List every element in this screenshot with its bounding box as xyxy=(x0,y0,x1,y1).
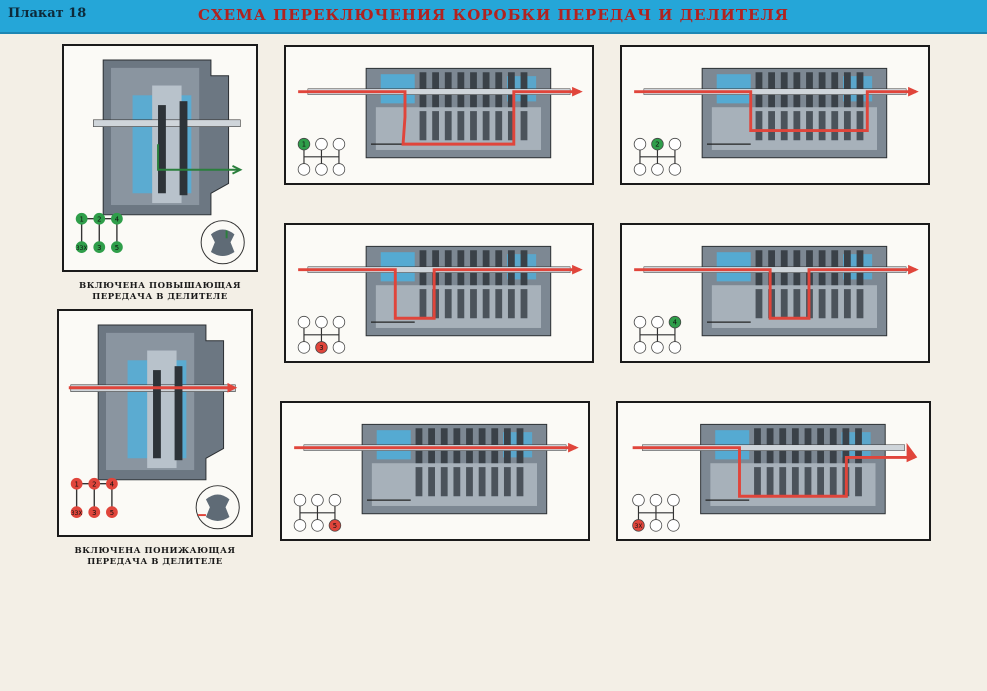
shift-pattern: 4 xyxy=(633,315,682,354)
divider-selector-icon xyxy=(200,220,245,265)
gearbox-housing xyxy=(303,423,567,515)
gear-diagram-5: 5 xyxy=(293,423,579,532)
shift-pattern: 2 xyxy=(633,137,682,176)
gear-slot xyxy=(633,163,647,176)
gear-slot xyxy=(667,493,680,507)
shift-pattern: 1 2 4 3ЗХ 3 5 xyxy=(75,212,123,254)
gear-diagram-4: 4 xyxy=(633,245,919,354)
page-title: СХЕМА ПЕРЕКЛЮЧЕНИЯ КОРОБКИ ПЕРЕДАЧ И ДЕЛ… xyxy=(198,6,789,24)
svg-text:3ЗХ: 3ЗХ xyxy=(76,246,88,252)
svg-text:3: 3 xyxy=(97,244,101,252)
divider-low-caption: ВКЛЮЧЕНА ПОНИЖАЮЩАЯ ПЕРЕДАЧА В ДЕЛИТЕЛЕ xyxy=(74,546,236,567)
active-gear-label: 4 xyxy=(673,319,677,327)
svg-text:5: 5 xyxy=(110,509,114,517)
active-gear-label: 5 xyxy=(333,522,337,530)
power-flow-path xyxy=(298,264,583,320)
shift-pattern: 1 xyxy=(297,137,346,176)
active-gear-marker xyxy=(651,137,664,151)
active-gear-marker xyxy=(632,519,645,532)
gear-slot xyxy=(651,163,664,176)
gear-slot xyxy=(633,341,647,354)
gearbox-housing xyxy=(643,245,907,337)
svg-text:4: 4 xyxy=(110,481,114,489)
gear-slot xyxy=(332,341,346,354)
gear-slot xyxy=(668,137,682,151)
gear-slot xyxy=(315,163,328,176)
active-gear-label: 2 xyxy=(655,141,659,149)
plakat-number: Плакат 18 xyxy=(8,6,87,21)
power-flow-path xyxy=(298,86,583,146)
active-gear-label: 3 xyxy=(319,344,323,352)
svg-text:2: 2 xyxy=(92,481,96,489)
header-bar: Плакат 18 СХЕМА ПЕРЕКЛЮЧЕНИЯ КОРОБКИ ПЕР… xyxy=(0,0,987,34)
power-flow-path xyxy=(634,264,919,320)
gear-slot xyxy=(667,519,680,532)
gear-panel-3: 3 xyxy=(284,223,594,363)
gear-slot xyxy=(311,493,324,507)
svg-text:1: 1 xyxy=(74,481,78,489)
shift-pattern: 1 2 4 3ЗХ 3 5 xyxy=(70,477,118,519)
gear-slot xyxy=(315,315,328,329)
gear-slot xyxy=(332,163,346,176)
gear-slot xyxy=(332,315,346,329)
gear-diagram-reverse: ЗХ xyxy=(632,423,918,532)
gear-panel-5: 5 xyxy=(280,401,590,541)
gear-diagram-2: 2 xyxy=(633,67,919,176)
divider-low-diagram: 1 2 4 3ЗХ 3 5 xyxy=(68,324,240,530)
gearbox-housing xyxy=(643,67,907,159)
gear-slot xyxy=(328,493,342,507)
gear-slot xyxy=(649,493,663,507)
gear-slot xyxy=(668,163,682,176)
gear-diagram-1: 1 xyxy=(297,67,583,176)
gear-panel-reverse: ЗХ xyxy=(616,401,931,541)
active-gear-label: 1 xyxy=(302,141,306,149)
svg-text:3: 3 xyxy=(92,509,96,517)
gearbox-housing xyxy=(642,423,905,515)
gear-slot xyxy=(297,315,311,329)
gear-slot xyxy=(332,137,346,151)
gear-slot xyxy=(649,519,663,532)
gear-slot xyxy=(633,315,647,329)
svg-text:4: 4 xyxy=(115,216,119,224)
gear-slot xyxy=(633,137,647,151)
active-gear-marker xyxy=(297,137,311,151)
svg-text:2: 2 xyxy=(97,216,101,224)
power-flow-path xyxy=(634,86,919,132)
gear-panel-4: 4 xyxy=(620,223,930,363)
gear-slot xyxy=(293,493,307,507)
power-flow-path xyxy=(294,442,579,453)
divider-selector-icon xyxy=(195,485,240,530)
shift-pattern: 3 xyxy=(297,315,346,354)
gear-slot xyxy=(632,493,645,507)
gear-diagram-3: 3 xyxy=(297,245,583,354)
active-gear-marker xyxy=(315,341,328,354)
gearbox-housing xyxy=(307,245,571,337)
active-gear-marker xyxy=(328,519,342,532)
divider-low-panel: 1 2 4 3ЗХ 3 5 xyxy=(57,309,253,537)
gear-slot xyxy=(651,315,664,329)
active-gear-label: ЗХ xyxy=(635,524,643,530)
svg-text:1: 1 xyxy=(79,216,83,224)
shift-pattern: ЗХ xyxy=(632,493,680,532)
divider-high-panel: 1 2 4 3ЗХ 3 5 xyxy=(62,44,258,272)
gear-panel-2: 2 xyxy=(620,45,930,185)
svg-text:5: 5 xyxy=(115,244,119,252)
gear-slot xyxy=(311,519,324,532)
gear-panel-1: 1 xyxy=(284,45,594,185)
gear-slot xyxy=(297,163,311,176)
active-gear-marker xyxy=(668,315,682,329)
gear-slot xyxy=(651,341,664,354)
divider-high-diagram: 1 2 4 3ЗХ 3 5 xyxy=(75,59,245,265)
gear-slot xyxy=(315,137,328,151)
gear-slot xyxy=(297,341,311,354)
shift-pattern: 5 xyxy=(293,493,342,532)
power-flow-path xyxy=(632,442,918,498)
gear-slot xyxy=(668,341,682,354)
svg-text:3ЗХ: 3ЗХ xyxy=(71,511,83,517)
divider-high-caption: ВКЛЮЧЕНА ПОВЫШАЮЩАЯ ПЕРЕДАЧА В ДЕЛИТЕЛЕ xyxy=(79,281,241,302)
gear-slot xyxy=(293,519,307,532)
